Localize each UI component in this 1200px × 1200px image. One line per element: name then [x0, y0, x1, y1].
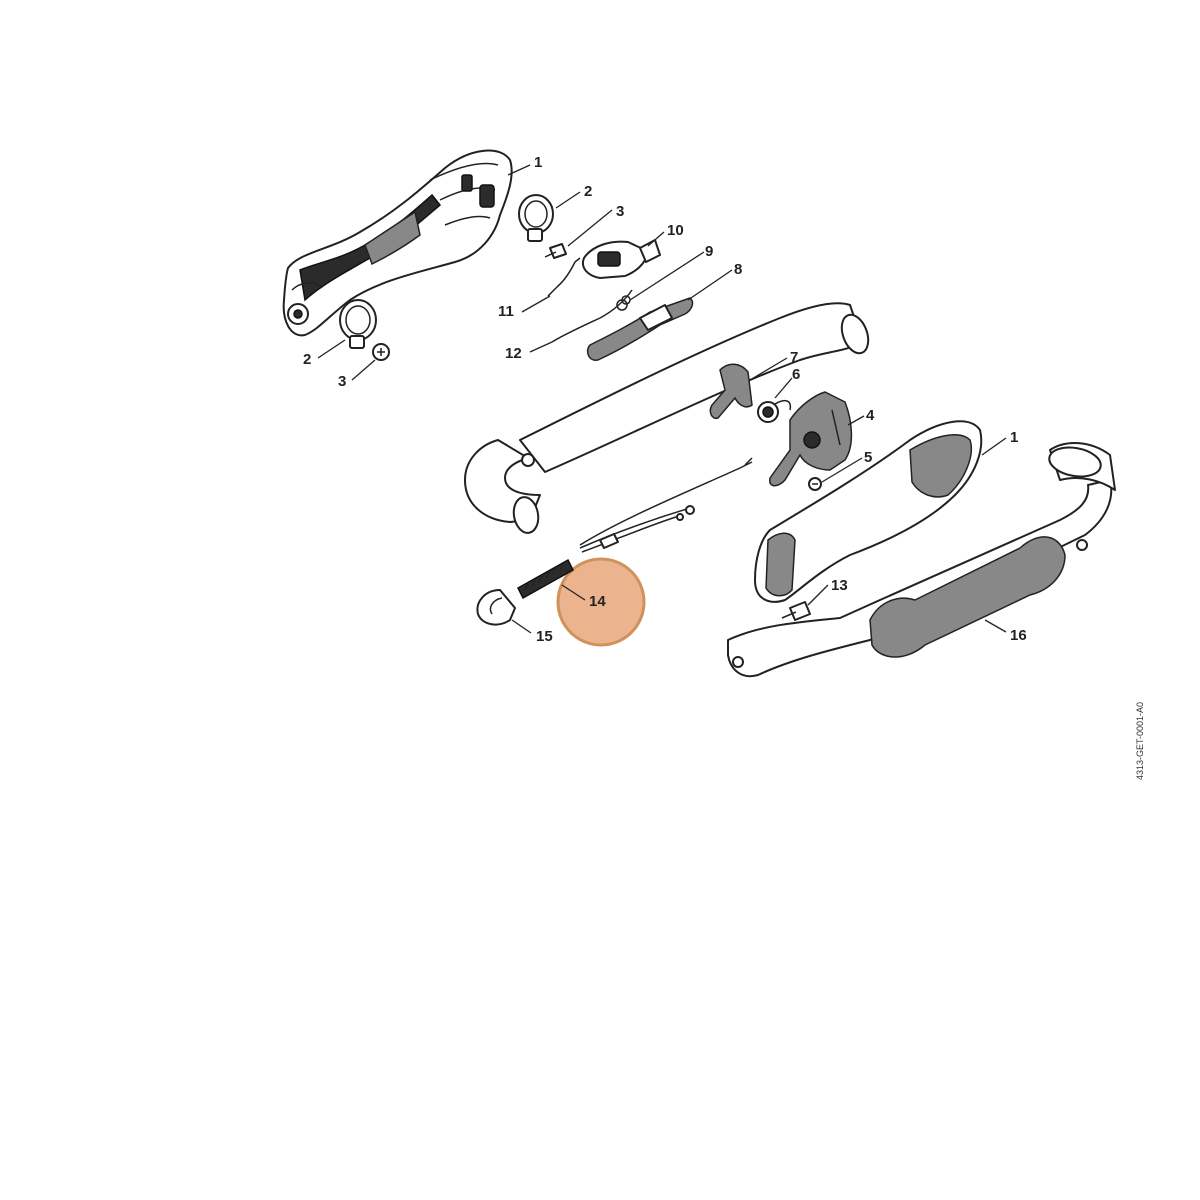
clamp-upper — [518, 194, 554, 242]
callout-15: 15 — [536, 628, 553, 645]
callout-3-lower: 3 — [338, 373, 346, 390]
callout-10: 10 — [667, 222, 684, 239]
callout-12: 12 — [505, 345, 522, 362]
wire-part-11 — [547, 257, 581, 297]
callout-2-lower: 2 — [303, 351, 311, 368]
tube-handle-middle — [464, 302, 870, 534]
callout-1-lower: 1 — [1010, 429, 1018, 446]
throttle-cable-assembly — [579, 457, 753, 553]
switch-part-10 — [582, 239, 661, 279]
callout-7: 7 — [790, 349, 798, 366]
highlight-circle-part-14 — [556, 557, 646, 647]
clamp-lower — [339, 299, 377, 349]
callout-2-upper: 2 — [584, 183, 592, 200]
callout-5: 5 — [864, 449, 872, 466]
lever-part-8 — [586, 297, 694, 361]
callout-14: 14 — [589, 593, 606, 610]
screw-part-13 — [781, 601, 811, 621]
spring-part-9 — [616, 295, 631, 311]
drawing-code: 4313-GET-0001-A0 — [1135, 702, 1145, 780]
callout-13: 13 — [831, 577, 848, 594]
callout-1-upper: 1 — [534, 154, 542, 171]
screw-lower — [372, 343, 390, 361]
screw-upper — [544, 243, 567, 259]
screw-part-5 — [808, 477, 822, 491]
trigger-part-7 — [709, 363, 753, 420]
snap-ring-part-15 — [476, 589, 516, 626]
leader-lines — [317, 164, 1007, 634]
grip-housing-lower — [754, 420, 983, 603]
handlebar-part-16 — [727, 442, 1116, 678]
callout-9: 9 — [705, 243, 713, 260]
handle-housing-upper — [282, 149, 513, 337]
conduit-spring-part-14 — [517, 558, 574, 600]
callout-11: 11 — [498, 303, 514, 320]
wire-part-12 — [551, 289, 633, 343]
torsion-spring-part-6 — [757, 399, 792, 423]
callout-8: 8 — [734, 261, 742, 278]
trigger-housing-part-4 — [769, 391, 853, 487]
callout-3-upper: 3 — [616, 203, 624, 220]
callout-4: 4 — [866, 407, 875, 424]
callout-labels: 1 2 3 10 9 8 11 12 2 3 7 6 4 5 1 14 13 1… — [303, 154, 1027, 645]
callout-16: 16 — [1010, 627, 1027, 644]
callout-6: 6 — [792, 366, 800, 383]
